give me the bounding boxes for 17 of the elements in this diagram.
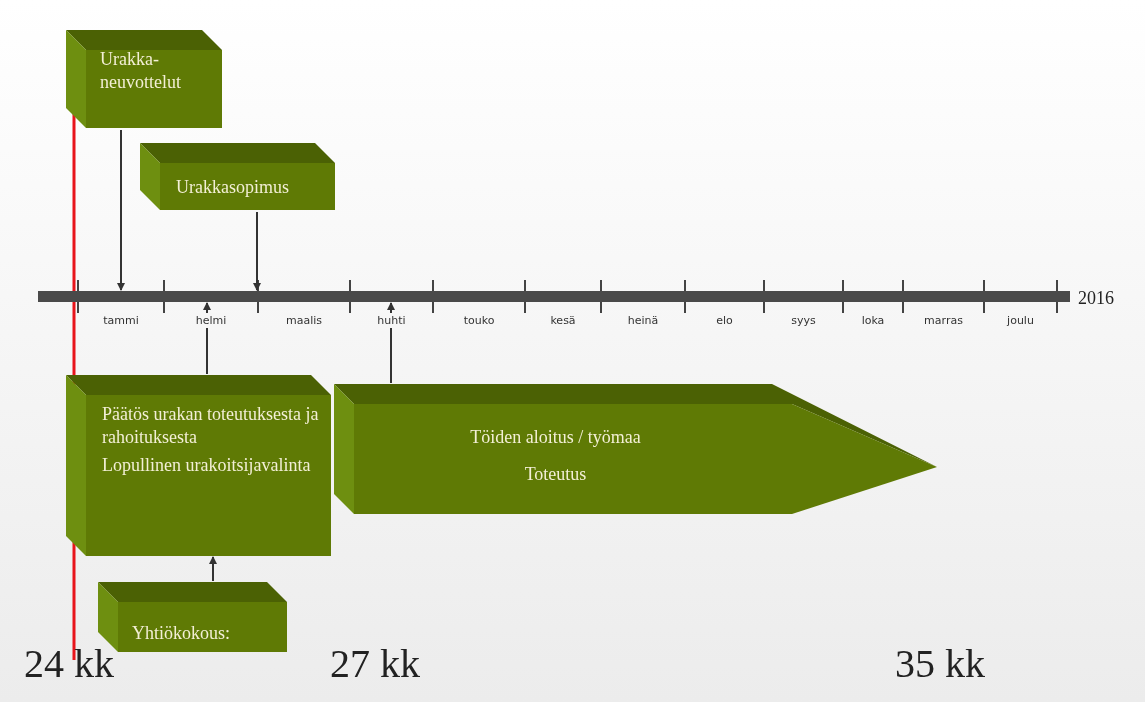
box-text: Töiden aloitus / työmaa [469, 426, 642, 449]
arrow [117, 129, 125, 291]
year-label: 2016 [1078, 288, 1114, 309]
arrow [209, 556, 217, 582]
duration-label: 27 kk [330, 640, 420, 687]
box-subtext: Toteutus [523, 463, 588, 487]
box-text: Yhtiökokous: [132, 622, 231, 645]
arrow [253, 211, 261, 291]
box-text: Urakkasopimus [176, 176, 290, 199]
box-text: Urakka- neuvottelut [100, 48, 182, 95]
box-subtext: Lopullinen urakoitsijavalinta [102, 453, 312, 477]
month-label: helmi [193, 313, 229, 328]
month-label: huhti [375, 313, 408, 328]
duration-label: 35 kk [895, 640, 985, 687]
box-text: Päätös urakan toteutuksesta ja rahoituksesta [102, 403, 320, 450]
month-label: joulu [1005, 313, 1036, 328]
duration-label: 24 kk [24, 640, 114, 687]
